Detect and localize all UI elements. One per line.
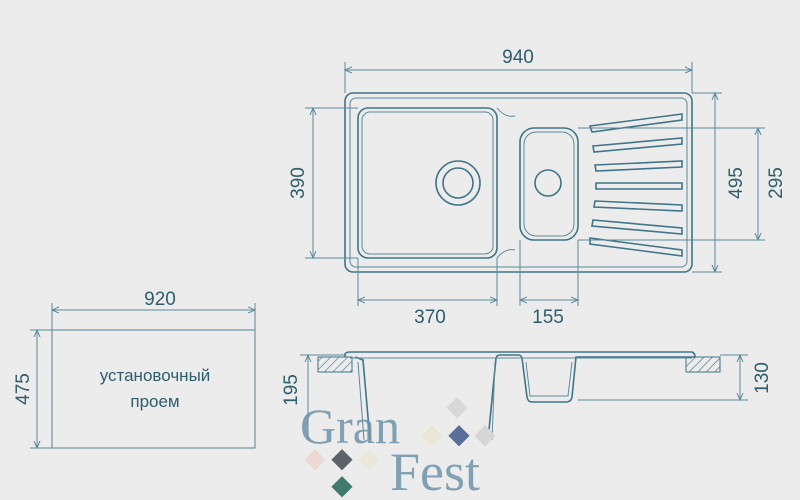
dim-940: 940 xyxy=(502,47,534,68)
bowl-divider xyxy=(496,107,516,259)
main-bowl xyxy=(357,107,498,259)
main-drain-icon xyxy=(435,160,481,206)
dim-390: 390 xyxy=(288,167,309,199)
dim-155: 155 xyxy=(532,307,564,328)
countertop-left xyxy=(317,356,353,373)
dim-495: 495 xyxy=(726,167,747,199)
small-drain-icon xyxy=(534,169,562,197)
small-bowl-inner xyxy=(523,131,575,237)
dim-475: 475 xyxy=(13,373,34,405)
dim-130: 130 xyxy=(752,362,773,394)
cutout-label-line2: проем xyxy=(130,392,179,411)
main-drain-inner xyxy=(442,167,474,199)
dim-195: 195 xyxy=(281,374,302,406)
countertop-right xyxy=(685,356,721,373)
small-bowl xyxy=(519,127,579,241)
sink-rim xyxy=(349,97,688,268)
dim-295: 295 xyxy=(766,167,787,199)
sink-profile-inner xyxy=(350,357,692,441)
cutout-view: 920 475 установочный проем xyxy=(13,289,255,448)
sink-outline xyxy=(344,92,693,273)
logo-word-fest: Fest xyxy=(390,442,480,500)
logo-diamonds-icon xyxy=(304,397,496,498)
logo-word-gran: Gran xyxy=(300,398,400,454)
drainboard-ribs xyxy=(588,113,683,257)
main-bowl-inner xyxy=(361,111,494,255)
dim-920: 920 xyxy=(144,289,176,310)
dim-370: 370 xyxy=(414,307,446,328)
cutout-rect xyxy=(51,329,256,449)
side-view: 195 130 xyxy=(281,351,773,441)
cutout-label-line1: установочный xyxy=(100,366,211,385)
top-view: 940 390 495 295 370 155 xyxy=(288,47,787,328)
granfest-logo: Gran Fest xyxy=(300,397,496,500)
